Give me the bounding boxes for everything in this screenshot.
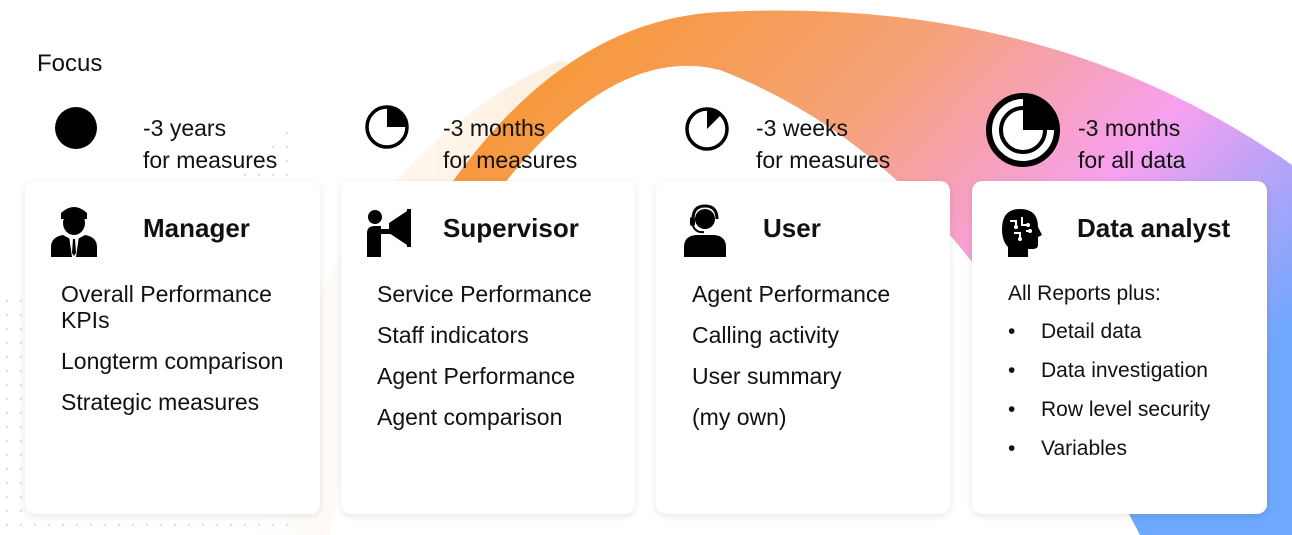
manager-icon <box>51 207 97 257</box>
role-title: User <box>763 213 821 243</box>
period-line1: -3 months <box>1078 115 1181 141</box>
period-line2: for measures <box>143 147 278 173</box>
supervisor-card: Supervisor Service Performance Staff ind… <box>341 181 635 514</box>
quarter-circle-icon <box>365 105 409 149</box>
role-title: Manager <box>143 213 250 243</box>
bullet-item: • Detail data <box>1008 319 1268 345</box>
bullet-text: Row level security <box>1041 398 1211 421</box>
list-item: Strategic measures <box>61 389 260 415</box>
role-items: All Reports plus: • Detail data • Data i… <box>1008 281 1268 475</box>
brain-head-icon <box>1002 209 1042 257</box>
bullet-text: Detail data <box>1041 320 1142 343</box>
role-items: Agent Performance Calling activity User … <box>692 281 942 445</box>
period-line2: for measures <box>443 147 578 173</box>
small-segment-circle-icon <box>685 107 729 151</box>
period-line2: for all data <box>1078 147 1186 173</box>
list-item: User summary <box>692 363 842 389</box>
period-line1: -3 months <box>443 115 546 141</box>
megaphone-person-icon <box>367 209 411 257</box>
bullet-dot: • <box>1008 320 1016 343</box>
role-items: Overall Performance KPIs Longterm compar… <box>61 281 311 430</box>
bullet-dot: • <box>1008 437 1016 460</box>
list-item: Agent comparison <box>377 404 563 430</box>
full-circle-icon <box>55 107 97 149</box>
list-item: Overall Performance KPIs <box>61 281 272 333</box>
period-line1: -3 years <box>143 115 227 141</box>
list-item: Calling activity <box>692 322 839 348</box>
period-line2: for measures <box>756 147 891 173</box>
manager-card: Manager Overall Performance KPIs Longter… <box>25 181 320 514</box>
role-title: Data analyst <box>1077 213 1231 243</box>
bullet-item: • Data investigation <box>1008 358 1268 384</box>
bold-quarter-circle-icon <box>986 93 1060 167</box>
bullet-item: • Variables <box>1008 436 1268 462</box>
list-item: Longterm comparison <box>61 348 284 374</box>
focus-label: Focus <box>37 50 103 77</box>
headset-user-icon <box>684 204 726 257</box>
list-intro: All Reports plus: <box>1008 282 1161 305</box>
role-title: Supervisor <box>443 213 579 243</box>
period-line1: -3 weeks <box>756 115 849 141</box>
bullet-text: Data investigation <box>1041 359 1208 382</box>
bullet-text: Variables <box>1041 437 1127 460</box>
list-item: Staff indicators <box>377 322 529 348</box>
data-analyst-card: Data analyst All Reports plus: • Detail … <box>972 181 1267 514</box>
bullet-item: • Row level security <box>1008 397 1268 423</box>
list-item: Agent Performance <box>692 281 891 307</box>
bullet-dot: • <box>1008 398 1016 421</box>
user-card: User Agent Performance Calling activity … <box>656 181 950 514</box>
list-item: Service Performance <box>377 281 592 307</box>
role-items: Service Performance Staff indicators Age… <box>377 281 627 445</box>
list-item: (my own) <box>692 404 787 430</box>
list-item: Agent Performance <box>377 363 576 389</box>
bullet-dot: • <box>1008 359 1016 382</box>
